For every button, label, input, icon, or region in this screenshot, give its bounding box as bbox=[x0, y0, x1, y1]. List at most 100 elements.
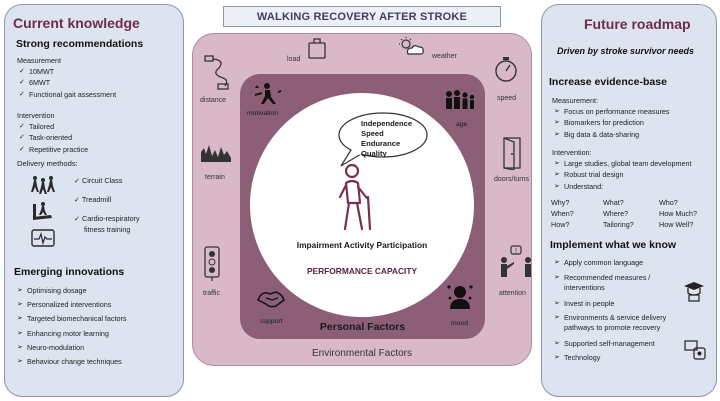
roadmap-subtitle: Driven by stroke survivor needs bbox=[557, 46, 695, 56]
list-item: Focus on performance measures bbox=[554, 106, 669, 118]
attention-label: attention bbox=[499, 290, 526, 297]
implement-list-4: Environments & service delivery bbox=[554, 313, 666, 323]
implement-pathways: pathways to promote recovery bbox=[564, 323, 661, 332]
distance-label: distance bbox=[200, 97, 227, 104]
fitness-training-label: fitness training bbox=[84, 225, 131, 234]
implement-list-6: Technology bbox=[554, 352, 600, 363]
speech-bubble bbox=[338, 112, 428, 167]
question-what: What? bbox=[603, 198, 624, 207]
load-icon bbox=[308, 38, 326, 59]
list-item: Enhancing motor learning bbox=[17, 327, 126, 341]
list-item: Behaviour change techniques bbox=[17, 355, 126, 369]
mood-label: mood bbox=[451, 320, 469, 327]
roadmap-measurement-heading: Measurement: bbox=[552, 96, 598, 105]
list-item: Robust trial design bbox=[554, 169, 691, 181]
list-item: Environments & service delivery bbox=[554, 313, 666, 323]
weather-icon bbox=[399, 37, 424, 55]
roadmap-measurement-list: Focus on performance measures Biomarkers… bbox=[554, 106, 669, 141]
terrain-label: terrain bbox=[205, 174, 225, 181]
intervention-heading: Intervention bbox=[17, 111, 55, 120]
motivation-icon bbox=[255, 83, 281, 104]
list-item: Tailored bbox=[19, 121, 88, 133]
traffic-light-icon bbox=[204, 246, 220, 281]
implement-heading: Implement what we know bbox=[550, 239, 677, 251]
circuit-class-icon bbox=[31, 176, 55, 194]
mood-icon bbox=[447, 285, 473, 309]
question-tailoring: Tailoring? bbox=[603, 220, 634, 229]
doors-turns-label: doors/turns bbox=[494, 176, 530, 183]
icf-label: Impairment Activity Participation bbox=[296, 240, 428, 250]
list-item: Biomarkers for prediction bbox=[554, 117, 669, 129]
list-item: Neuro-modulation bbox=[17, 341, 126, 355]
question-how-well: How Well? bbox=[659, 220, 694, 229]
speed-label: speed bbox=[497, 95, 517, 102]
list-item: Invest in people bbox=[554, 298, 614, 309]
circuit-class-label: Circuit Class bbox=[82, 176, 123, 185]
distance-icon bbox=[204, 55, 229, 90]
emerging-innovations-heading: Emerging innovations bbox=[14, 266, 125, 278]
motivation-label: motivation bbox=[247, 110, 278, 117]
delivery-heading: Delivery methods: bbox=[17, 159, 78, 168]
svg-text:!: ! bbox=[515, 248, 517, 255]
list-item: Task-oriented bbox=[19, 132, 88, 144]
list-item: Big data & data-sharing bbox=[554, 129, 669, 141]
roadmap-intervention-list: Large studies, global team development R… bbox=[554, 158, 691, 193]
weather-label: weather bbox=[432, 53, 457, 60]
list-item: Targeted biomechanical factors bbox=[17, 312, 126, 326]
load-label: load bbox=[287, 56, 301, 63]
fitness-monitor-icon bbox=[31, 229, 55, 247]
age-label: age bbox=[456, 121, 468, 128]
walking-person-icon bbox=[338, 163, 372, 231]
roadmap-intervention-heading: Intervention: bbox=[552, 148, 592, 157]
implement-list-3: Invest in people bbox=[554, 298, 614, 309]
outcome-speed: Speed bbox=[361, 129, 384, 138]
treadmill-icon bbox=[33, 202, 52, 220]
list-item: Supported self-management bbox=[554, 338, 655, 349]
main-title: WALKING RECOVERY AFTER STROKE bbox=[223, 6, 501, 27]
bubble-outcomes: Independence Speed Endurance Quality bbox=[361, 119, 412, 159]
question-who: Who? bbox=[659, 198, 678, 207]
cardio-label: Cardio-respiratory bbox=[82, 214, 140, 223]
speed-icon bbox=[495, 57, 517, 82]
future-roadmap-title: Future roadmap bbox=[584, 16, 691, 32]
attention-icon: ! bbox=[501, 245, 531, 277]
age-icon bbox=[446, 90, 475, 109]
terrain-icon bbox=[201, 145, 231, 162]
current-knowledge-title: Current knowledge bbox=[13, 15, 140, 31]
implement-list-2: Recommended measures / bbox=[554, 272, 650, 283]
performance-capacity-label: PERFORMANCE CAPACITY bbox=[306, 266, 418, 276]
question-why: Why? bbox=[551, 198, 570, 207]
traffic-label: traffic bbox=[203, 290, 220, 297]
list-item: Personalized interventions bbox=[17, 298, 126, 312]
list-item: Functional gait assessment bbox=[19, 89, 116, 101]
list-item: Recommended measures / bbox=[554, 272, 650, 283]
door-icon bbox=[503, 137, 521, 170]
support-icon bbox=[257, 291, 285, 308]
support-label: support bbox=[260, 318, 283, 325]
list-item: Understand: bbox=[554, 181, 691, 193]
list-item: 10MWT bbox=[19, 66, 116, 78]
list-item: Technology bbox=[554, 352, 600, 363]
outcome-quality: Quality bbox=[361, 149, 387, 158]
implement-list-5: Supported self-management bbox=[554, 338, 655, 349]
future-roadmap-panel bbox=[541, 4, 717, 397]
list-item: 6MWT bbox=[19, 77, 116, 89]
environmental-factors-label: Environmental Factors bbox=[311, 348, 413, 359]
strong-recommendations-heading: Strong recommendations bbox=[16, 38, 144, 50]
emerging-list: Optimising dosage Personalized intervent… bbox=[17, 284, 126, 369]
technology-icon bbox=[684, 340, 706, 360]
measurement-heading: Measurement bbox=[17, 56, 61, 65]
list-item: Optimising dosage bbox=[17, 284, 126, 298]
treadmill-label: Treadmill bbox=[81, 195, 112, 204]
graduate-icon bbox=[684, 282, 704, 302]
evidence-base-heading: Increase evidence-base bbox=[549, 76, 667, 88]
outcome-independence: Independence bbox=[361, 119, 413, 128]
implement-list: Apply common language bbox=[554, 257, 643, 269]
personal-factors-label: Personal Factors bbox=[319, 321, 406, 333]
list-item: Apply common language bbox=[554, 257, 643, 269]
question-how: How? bbox=[551, 220, 570, 229]
measurement-list: 10MWT 6MWT Functional gait assessment bbox=[19, 66, 116, 101]
question-how-much: How Much? bbox=[659, 209, 697, 218]
question-where: Where? bbox=[603, 209, 629, 218]
intervention-list: Tailored Task-oriented Repetitive practi… bbox=[19, 121, 88, 156]
